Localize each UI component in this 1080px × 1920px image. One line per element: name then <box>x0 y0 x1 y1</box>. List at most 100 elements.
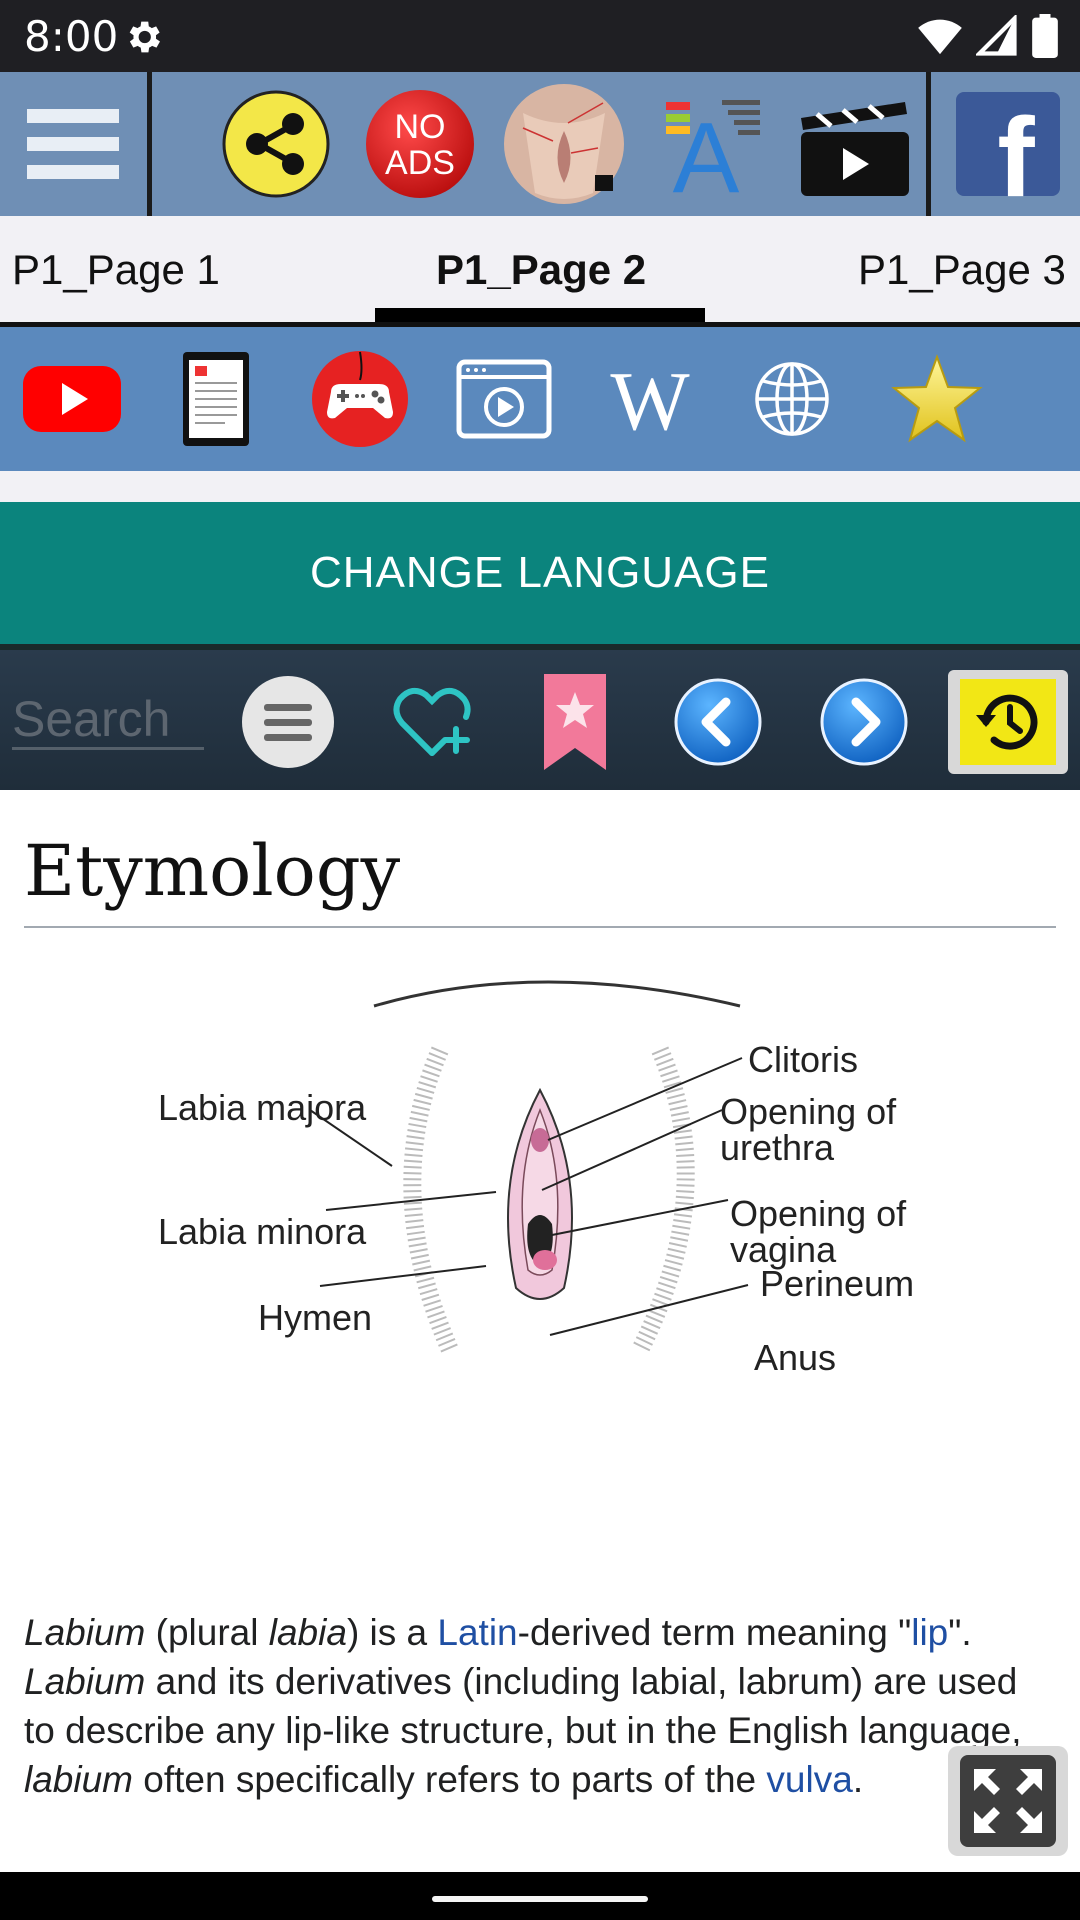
tab-page-1[interactable]: P1_Page 1 <box>12 246 220 293</box>
label-anus: Anus <box>754 1337 837 1378</box>
font-size-button[interactable]: A <box>650 82 770 206</box>
wikipedia-letter: W <box>610 359 690 439</box>
status-icons <box>918 14 1058 58</box>
video-player-icon <box>456 359 552 439</box>
anatomy-thumbnail-button[interactable] <box>502 82 626 206</box>
label-vagina-1: Opening of <box>730 1193 907 1234</box>
tabs-divider <box>0 322 1080 327</box>
anatomy-diagram <box>373 980 741 1355</box>
anatomy-figure: Clitoris Opening of urethra Opening of v… <box>140 970 940 1376</box>
battery-icon <box>1032 14 1058 58</box>
youtube-button[interactable] <box>20 349 124 449</box>
text-italic: labia <box>268 1612 347 1653</box>
spacer <box>0 471 1080 502</box>
wikipedia-icon: W <box>610 359 690 439</box>
game-controller-icon <box>312 351 408 447</box>
back-button[interactable] <box>670 672 766 772</box>
ebook-button[interactable] <box>170 349 262 449</box>
fullscreen-button-face <box>960 1755 1056 1847</box>
menu-icon <box>27 109 119 179</box>
add-favorite-button[interactable] <box>384 672 480 772</box>
history-icon <box>960 679 1056 765</box>
article-paragraph: Labium (plural labia) is a Latin-derived… <box>24 1608 1054 1804</box>
menu-button[interactable] <box>14 82 132 206</box>
game-button[interactable] <box>310 349 410 449</box>
facebook-button[interactable]: f <box>950 82 1066 206</box>
heart-plus-icon <box>393 687 471 756</box>
label-clitoris: Clitoris <box>748 1039 859 1080</box>
video-button[interactable] <box>792 82 916 206</box>
text: ". <box>948 1612 972 1653</box>
wikipedia-button[interactable]: W <box>598 349 702 449</box>
link-vulva[interactable]: vulva <box>766 1759 853 1800</box>
status-bar: 8:00 <box>0 0 1080 72</box>
text: ) is a <box>346 1612 438 1653</box>
forward-arrow-icon <box>820 678 908 766</box>
font-size-letter: A <box>673 102 740 200</box>
list-icon <box>242 676 334 768</box>
font-size-icon: A <box>666 100 760 200</box>
globe-button[interactable] <box>744 349 840 449</box>
text-italic: Labium <box>24 1661 146 1702</box>
share-icon <box>222 90 330 198</box>
text: and its derivatives (including labial, l… <box>24 1661 1022 1751</box>
text: (plural <box>145 1612 269 1653</box>
label-perineum: Perineum <box>760 1263 915 1304</box>
facebook-letter: f <box>997 95 1035 198</box>
search-toolbar <box>0 650 1080 790</box>
text-italic: labium <box>24 1759 133 1800</box>
button-shadow <box>0 644 1080 650</box>
top-toolbar: NO ADS A <box>0 72 1080 216</box>
tab-page-3[interactable]: P1_Page 3 <box>858 246 1066 293</box>
section-heading: Etymology <box>24 830 401 912</box>
label-labia-majora: Labia majora <box>158 1087 367 1128</box>
video-clapper-icon <box>801 102 909 196</box>
facebook-icon: f <box>956 92 1060 198</box>
video-player-button[interactable] <box>452 349 556 449</box>
label-labia-minora: Labia minora <box>158 1211 367 1252</box>
label-urethra-2: urethra <box>720 1127 835 1168</box>
text: . <box>852 1759 864 1800</box>
list-button[interactable] <box>238 672 338 772</box>
text: -derived term meaning " <box>517 1612 912 1653</box>
bookmark-button[interactable] <box>532 672 618 772</box>
star-icon <box>891 354 983 443</box>
no-ads-button[interactable]: NO ADS <box>362 82 478 206</box>
change-language-button[interactable]: CHANGE LANGUAGE <box>0 502 1080 644</box>
toolbar-divider <box>926 72 931 216</box>
globe-icon <box>755 362 829 436</box>
link-lip[interactable]: lip <box>911 1612 949 1653</box>
page-tabs: P1_Page 1 P1_Page 2 P1_Page 3 <box>0 216 1080 326</box>
youtube-icon <box>23 366 121 432</box>
wifi-icon <box>918 19 962 55</box>
links-toolbar: W <box>0 327 1080 471</box>
search-input[interactable] <box>12 690 204 750</box>
bookmark-icon <box>544 674 606 770</box>
history-button[interactable] <box>948 670 1068 774</box>
text-italic: Labium <box>24 1612 146 1653</box>
anatomy-thumbnail <box>504 84 624 204</box>
forward-button[interactable] <box>816 672 912 772</box>
text: often specifically refers to parts of th… <box>133 1759 767 1800</box>
no-ads-label-2: ADS <box>385 144 455 182</box>
settings-icon <box>129 21 160 53</box>
share-button[interactable] <box>218 82 334 206</box>
heading-rule <box>24 926 1056 928</box>
signal-icon <box>976 15 1017 56</box>
active-tab-indicator <box>375 308 705 324</box>
back-arrow-icon <box>674 678 762 766</box>
tab-page-2[interactable]: P1_Page 2 <box>436 246 647 293</box>
link-latin[interactable]: Latin <box>437 1612 518 1653</box>
anatomy-leader-lines <box>309 1057 749 1336</box>
fullscreen-button[interactable] <box>948 1746 1068 1856</box>
label-urethra-1: Opening of <box>720 1091 897 1132</box>
home-gesture-pill[interactable] <box>432 1896 648 1902</box>
fullscreen-icon <box>974 1769 1042 1833</box>
article-content: Etymology Clitoris Opening of urethra Op… <box>0 790 1080 1872</box>
ebook-icon <box>183 352 249 446</box>
favorites-button[interactable] <box>888 349 986 449</box>
status-time: 8:00 <box>24 12 119 61</box>
no-ads-icon: NO ADS <box>366 90 474 198</box>
label-vagina-2: vagina <box>730 1229 837 1270</box>
toolbar-divider <box>147 72 152 216</box>
